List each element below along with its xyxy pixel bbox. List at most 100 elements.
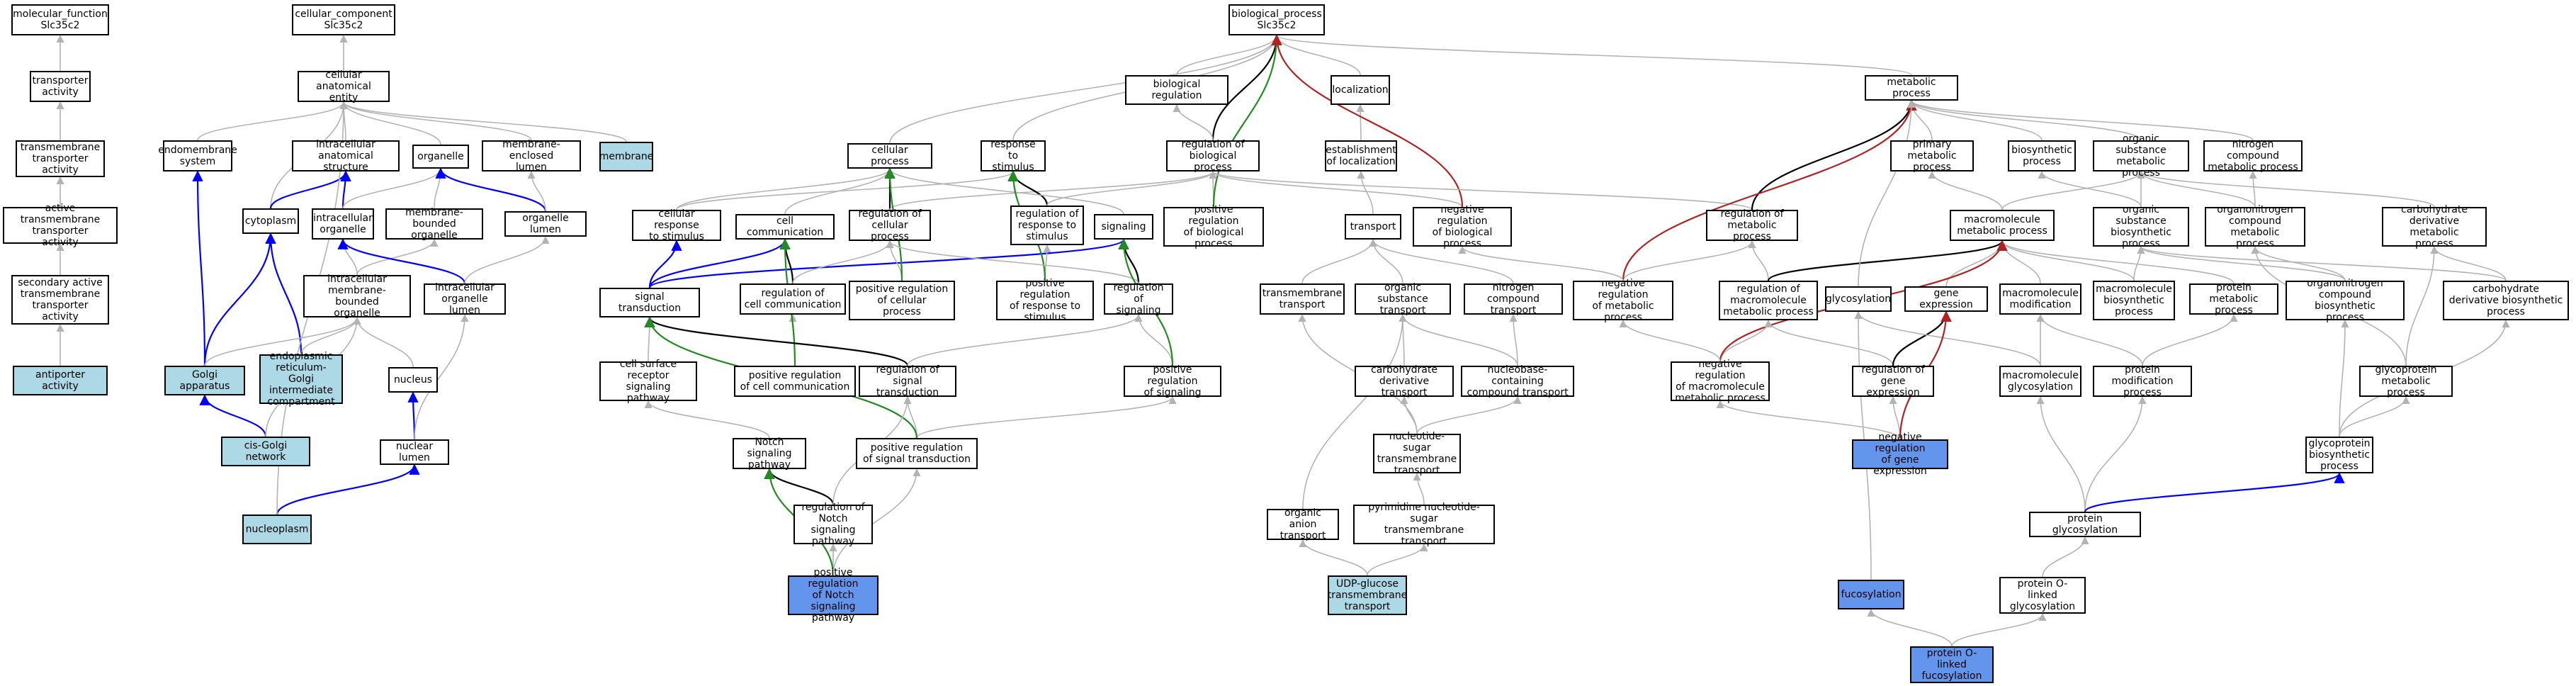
node-nitrogen-compound-metabolic-process[interactable]: nitrogen compound metabolic process bbox=[2203, 139, 2303, 173]
node-antiporter-activity[interactable]: antiporter activity bbox=[13, 366, 108, 395]
node-positive-regulation-of-response-to-stimulus[interactable]: positive regulation of response to stimu… bbox=[996, 278, 1094, 323]
node-organelle[interactable]: organelle bbox=[412, 145, 469, 169]
node-intracellular-membrane-bounded-organelle[interactable]: intracellular membrane-bounded organelle bbox=[303, 274, 411, 319]
node-positive-regulation-of-signaling[interactable]: positive regulation of signaling bbox=[1124, 364, 1221, 398]
node-primary-metabolic-process[interactable]: primary metabolic process bbox=[1890, 139, 1974, 173]
node-nitrogen-compound-transport[interactable]: nitrogen compound transport bbox=[1464, 282, 1563, 316]
node-macromolecule-metabolic-process[interactable]: macromolecule metabolic process bbox=[1950, 210, 2055, 241]
node-golgi-apparatus[interactable]: Golgi apparatus bbox=[164, 366, 245, 395]
edge-prnsp-to-prst bbox=[832, 468, 921, 576]
node-regulation-of-metabolic-process[interactable]: regulation of metabolic process bbox=[1706, 208, 1798, 242]
node-negative-regulation-of-gene-expression[interactable]: negative regulation of gene expression bbox=[1852, 432, 1948, 477]
node-positive-regulation-of-biological-process[interactable]: positive regulation of biological proces… bbox=[1163, 204, 1264, 249]
node-organic-anion-transport[interactable]: organic anion transport bbox=[1267, 507, 1339, 541]
node-cell-communication[interactable]: cell communication bbox=[735, 214, 835, 240]
node-negative-regulation-of-biological-process[interactable]: negative regulation of biological proces… bbox=[1413, 204, 1512, 249]
node-carbohydrate-derivative-biosynthetic-process[interactable]: carbohydrate derivative biosynthetic pro… bbox=[2443, 281, 2569, 320]
node-biological-regulation[interactable]: biological regulation bbox=[1125, 75, 1228, 105]
node-positive-regulation-of-notch-signaling-pathway[interactable]: positive regulation of Notch signaling p… bbox=[788, 567, 879, 624]
node-notch-signaling-pathway[interactable]: Notch signaling pathway bbox=[733, 437, 806, 471]
node-glycosylation[interactable]: glycosylation bbox=[1825, 286, 1892, 312]
node-organelle-lumen[interactable]: organelle lumen bbox=[504, 211, 587, 237]
node-negative-regulation-of-metabolic-process[interactable]: negative regulation of metabolic process bbox=[1573, 278, 1673, 323]
node-nucleobase-containing-compound-transport[interactable]: nucleobase-containing compound transport bbox=[1461, 364, 1574, 398]
node-response-to-stimulus[interactable]: response to stimulus bbox=[981, 139, 1046, 173]
node-biological-process[interactable]: biological_process Slc35c2 bbox=[1228, 4, 1325, 35]
node-cis-golgi-network[interactable]: cis-Golgi network bbox=[221, 437, 310, 466]
node-membrane[interactable]: membrane bbox=[599, 142, 653, 172]
node-transporter-activity[interactable]: transporter activity bbox=[30, 71, 91, 102]
node-intracellular-organelle-lumen[interactable]: intracellular organelle lumen bbox=[424, 282, 506, 316]
edge-rst-to-ros bbox=[907, 313, 1143, 366]
node-membrane-bounded-organelle[interactable]: membrane-bounded organelle bbox=[385, 207, 483, 241]
node-macromolecule-modification[interactable]: macromolecule modification bbox=[1999, 283, 2081, 315]
node-nucleoplasm[interactable]: nucleoplasm bbox=[242, 514, 312, 544]
node-protein-metabolic-process[interactable]: protein metabolic process bbox=[2189, 282, 2278, 316]
node-regulation-of-gene-expression[interactable]: regulation of gene expression bbox=[1852, 364, 1934, 398]
node-establishment-of-localization[interactable]: establishment of localization bbox=[1325, 140, 1397, 172]
edge-rmp-to-mp bbox=[1751, 99, 1917, 210]
node-organonitrogen-compound-biosynthetic-process[interactable]: organonitrogen compound biosynthetic pro… bbox=[2286, 278, 2405, 323]
node-localization[interactable]: localization bbox=[1331, 75, 1390, 105]
node-regulation-of-response-to-stimulus[interactable]: regulation of response to stimulus bbox=[1010, 206, 1084, 245]
node-organonitrogen-compound-metabolic-process[interactable]: organonitrogen compound metabolic proces… bbox=[2205, 204, 2305, 249]
node-membrane-enclosed-lumen[interactable]: membrane-enclosed lumen bbox=[482, 139, 581, 173]
node-transmembrane-transport[interactable]: transmembrane transport bbox=[1260, 283, 1345, 315]
node-carbohydrate-derivative-metabolic-process[interactable]: carbohydrate derivative metabolic proces… bbox=[2382, 204, 2487, 249]
node-transmembrane-transporter-activity[interactable]: transmembrane transporter activity bbox=[16, 140, 105, 177]
node-endomembrane-system[interactable]: endomembrane system bbox=[158, 140, 237, 172]
node-macromolecule-biosynthetic-process[interactable]: macromolecule biosynthetic process bbox=[2093, 281, 2175, 320]
node-pyrimidine-nucleotide-sugar-transmembrane-transport[interactable]: pyrimidine nucleotide-sugar transmembran… bbox=[1353, 502, 1495, 547]
edge-pm-to-mm bbox=[2036, 313, 2143, 366]
node-regulation-of-notch-signaling-pathway[interactable]: regulation of Notch signaling pathway bbox=[793, 502, 873, 547]
edge-osmp-to-mp bbox=[1907, 99, 2142, 141]
node-intracellular-organelle[interactable]: intracellular organelle bbox=[312, 208, 374, 240]
node-organic-substance-biosynthetic-process[interactable]: organic substance biosynthetic process bbox=[2093, 204, 2189, 249]
edge-robp-to-br bbox=[1173, 103, 1214, 141]
node-biosynthetic-process[interactable]: biosynthetic process bbox=[2008, 140, 2076, 172]
node-regulation-of-macromolecule-metabolic-process[interactable]: regulation of macromolecule metabolic pr… bbox=[1719, 281, 1818, 320]
node-positive-regulation-of-signal-transduction[interactable]: positive regulation of signal transducti… bbox=[856, 438, 978, 469]
node-udp-glucose-transmembrane-transport[interactable]: UDP-glucose transmembrane transport bbox=[1328, 575, 1407, 615]
node-regulation-of-signaling[interactable]: regulation of signaling bbox=[1104, 282, 1173, 316]
node-organic-substance-metabolic-process[interactable]: organic substance metabolic process bbox=[2093, 133, 2189, 179]
edge-gbp-to-onbp bbox=[2339, 319, 2349, 437]
node-fucosylation[interactable]: fucosylation bbox=[1838, 580, 1904, 609]
node-glycoprotein-biosynthetic-process[interactable]: glycoprotein biosynthetic process bbox=[2305, 437, 2373, 473]
node-nuclear-lumen[interactable]: nuclear lumen bbox=[380, 439, 449, 465]
node-nucleotide-sugar-transmembrane-transport[interactable]: nucleotide-sugar transmembrane transport bbox=[1373, 431, 1461, 476]
node-cellular-anatomical-entity[interactable]: cellular anatomical entity bbox=[298, 69, 390, 103]
node-signaling[interactable]: signaling bbox=[1094, 214, 1153, 240]
node-nucleus[interactable]: nucleus bbox=[388, 367, 438, 393]
node-regulation-of-signal-transduction[interactable]: regulation of signal transduction bbox=[859, 364, 956, 398]
node-negative-regulation-of-macromolecule-metabolic-process[interactable]: negative regulation of macromolecule met… bbox=[1671, 359, 1770, 404]
node-carbohydrate-derivative-transport[interactable]: carbohydrate derivative transport bbox=[1355, 364, 1454, 398]
node-glycoprotein-metabolic-process[interactable]: glycoprotein metabolic process bbox=[2359, 364, 2453, 398]
node-metabolic-process[interactable]: metabolic process bbox=[1865, 75, 1958, 101]
node-protein-o-linked-glycosylation[interactable]: protein O-linked glycosylation bbox=[1999, 577, 2086, 614]
node-positive-regulation-of-cellular-process[interactable]: positive regulation of cellular process bbox=[849, 281, 955, 320]
node-regulation-of-biological-process[interactable]: regulation of biological process bbox=[1166, 139, 1260, 173]
node-positive-regulation-of-cell-communication[interactable]: positive regulation of cell communicatio… bbox=[734, 366, 856, 397]
node-protein-modification-process[interactable]: protein modification process bbox=[2093, 364, 2192, 398]
node-organic-substance-transport[interactable]: organic substance transport bbox=[1355, 282, 1451, 316]
node-regulation-of-cell-communication[interactable]: regulation of cell communication bbox=[740, 283, 846, 315]
edge-cc2-to-cp bbox=[784, 167, 894, 215]
node-active-transmembrane-transporter-activity[interactable]: active transmembrane transporter activit… bbox=[3, 203, 118, 248]
node-cellular-process[interactable]: cellular process bbox=[847, 143, 932, 169]
node-secondary-active-transporter-activity[interactable]: secondary active transmembrane transport… bbox=[11, 275, 109, 325]
node-regulation-of-cellular-process[interactable]: regulation of cellular process bbox=[849, 208, 931, 242]
node-cellular-response-to-stimulus[interactable]: cellular response to stimulus bbox=[632, 208, 721, 242]
node-molecular-function[interactable]: molecular_function Slc35c2 bbox=[11, 4, 109, 35]
node-gene-expression[interactable]: gene expression bbox=[1904, 286, 1988, 312]
node-intracellular-anatomical-structure[interactable]: intracellular anatomical structure bbox=[292, 139, 400, 173]
node-er-golgi-intermediate-compartment[interactable]: endoplasmic reticulum-Golgi intermediate… bbox=[259, 351, 343, 407]
node-cellular-component[interactable]: cellular_component Slc35c2 bbox=[292, 4, 395, 35]
node-protein-o-linked-fucosylation[interactable]: protein O-linked fucosylation bbox=[1910, 646, 1994, 683]
node-protein-glycosylation[interactable]: protein glycosylation bbox=[2029, 512, 2141, 537]
node-signal-transduction[interactable]: signal transduction bbox=[599, 288, 700, 317]
node-transport[interactable]: transport bbox=[1345, 214, 1401, 240]
node-cytoplasm[interactable]: cytoplasm bbox=[242, 208, 299, 234]
node-cell-surface-receptor-signaling-pathway[interactable]: cell surface receptor signaling pathway bbox=[599, 359, 697, 404]
node-macromolecule-glycosylation[interactable]: macromolecule glycosylation bbox=[1999, 366, 2081, 397]
